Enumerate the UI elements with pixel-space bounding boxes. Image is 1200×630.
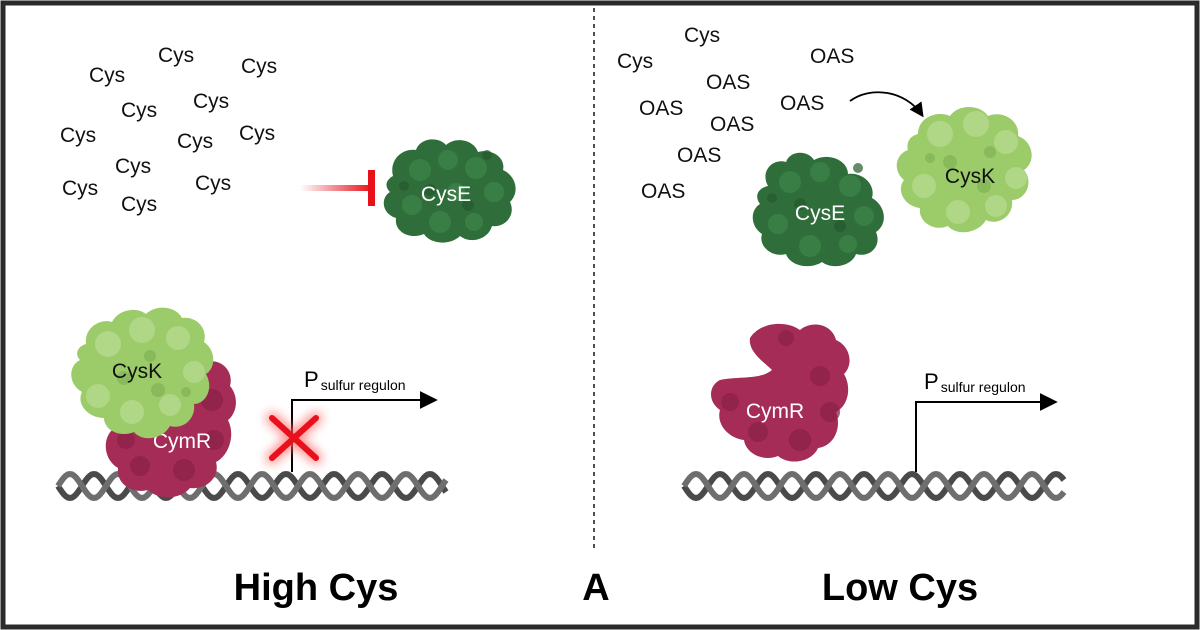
cys-molecule: Cys xyxy=(89,64,125,87)
cys-molecule: Cys xyxy=(617,50,653,73)
oas-molecule: OAS xyxy=(639,97,683,120)
cysk-label: CysK xyxy=(112,360,162,383)
oas-molecule: OAS xyxy=(710,113,754,136)
cysk-protein: CysK xyxy=(896,107,1032,233)
cys-molecule: Cys xyxy=(158,44,194,67)
cyse-label: CysE xyxy=(421,183,471,206)
oas-molecule: OAS xyxy=(706,71,750,94)
cys-molecule: Cys xyxy=(684,24,720,47)
left-panel-title: High Cys xyxy=(234,567,399,609)
left-cys-cluster: Cys Cys Cys Cys Cys Cys Cys Cys Cys Cys … xyxy=(60,44,277,216)
dna-helix-right xyxy=(681,470,1067,502)
promoter-main: P xyxy=(924,369,939,394)
cyse-enzyme: CysE xyxy=(752,152,884,267)
promoter-sub: sulfur regulon xyxy=(321,377,406,393)
figure-letter: A xyxy=(582,567,609,609)
cys-molecule: Cys xyxy=(177,130,213,153)
promoter-main: P xyxy=(304,367,319,392)
cymr-label: CymR xyxy=(746,400,804,423)
cys-molecule: Cys xyxy=(62,177,98,200)
cys-molecule: Cys xyxy=(241,55,277,78)
left-panel: Cys Cys Cys Cys Cys Cys Cys Cys Cys Cys … xyxy=(55,44,516,609)
cys-molecule: Cys xyxy=(121,99,157,122)
cys-molecule: Cys xyxy=(121,193,157,216)
cys-molecule: Cys xyxy=(115,155,151,178)
cys-molecule: Cys xyxy=(193,90,229,113)
right-panel-title: Low Cys xyxy=(822,567,978,609)
oas-molecule: OAS xyxy=(677,144,721,167)
promoter-sub: sulfur regulon xyxy=(941,379,1026,395)
oas-to-cysk-arrow xyxy=(849,91,924,118)
inhibition-arrow xyxy=(300,170,375,206)
cysk-label: CysK xyxy=(945,165,995,188)
cysk-cymr-complex: CymR CysK xyxy=(71,307,236,498)
cymr-label: CymR xyxy=(153,430,211,453)
right-molecule-cluster: Cys Cys OAS OAS OAS OAS OAS OAS OAS xyxy=(617,24,854,203)
right-panel: Cys Cys OAS OAS OAS OAS OAS OAS OAS xyxy=(617,24,1067,609)
cysk-protein: CysK xyxy=(71,307,214,439)
cys-molecule: Cys xyxy=(239,122,275,145)
oas-molecule: OAS xyxy=(780,92,824,115)
oas-molecule: OAS xyxy=(641,180,685,203)
blocked-x-icon xyxy=(266,412,322,464)
cyse-label: CysE xyxy=(795,202,845,225)
cyse-enzyme: CysE xyxy=(383,139,516,243)
oas-molecule: OAS xyxy=(810,45,854,68)
cys-molecule: Cys xyxy=(60,124,96,147)
cys-molecule: Cys xyxy=(195,172,231,195)
cymr-repressor: CymR xyxy=(711,323,850,462)
